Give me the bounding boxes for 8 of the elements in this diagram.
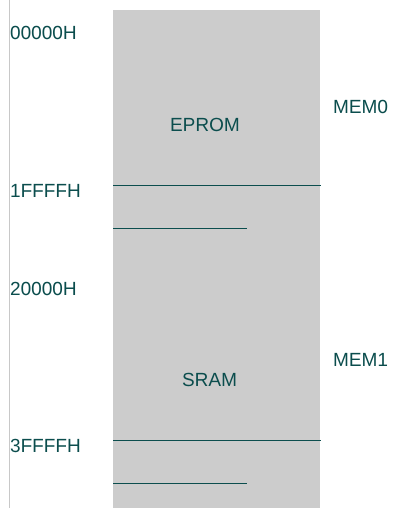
memory-label: MEM0 xyxy=(333,96,388,120)
memory-label: EPROM xyxy=(170,114,240,138)
memory-label: 3FFFFH xyxy=(10,435,81,459)
memory-label: MEM1 xyxy=(333,349,388,373)
memory-label: 00000H xyxy=(10,22,77,46)
memory-label: SRAM xyxy=(182,369,237,393)
memory-label: 1FFFFH xyxy=(10,180,81,204)
memory-label: 20000H xyxy=(10,278,77,302)
